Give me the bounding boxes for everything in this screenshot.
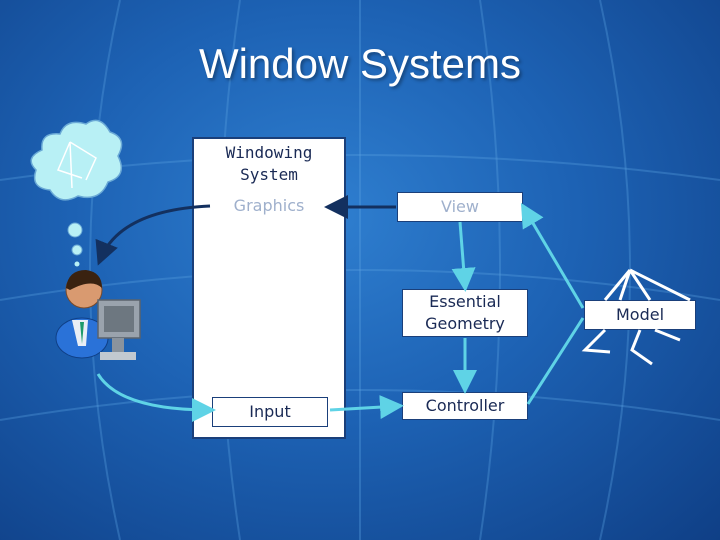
slide-title: Window Systems <box>198 40 522 87</box>
model-controller-link <box>526 317 585 405</box>
model-view-link <box>520 202 585 309</box>
input-box: Input <box>212 397 328 427</box>
model-box: Model <box>584 300 696 330</box>
windowing-system-panel <box>192 137 346 439</box>
user-to-input-arrow <box>96 373 216 422</box>
user-at-computer-icon <box>55 270 141 360</box>
windowing-system-label: Windowing System <box>192 142 346 186</box>
view-box: View <box>397 192 523 222</box>
graphics-label: Graphics <box>233 196 305 215</box>
graphics-to-user-curve <box>95 204 211 266</box>
thought-cloud-icon <box>30 119 123 267</box>
controller-box: Controller <box>402 392 528 420</box>
model-tree-icon <box>581 268 691 366</box>
essential-geometry-box: Essential Geometry <box>402 289 528 337</box>
input-to-controller-arrow <box>329 395 404 420</box>
view-to-geometry-arrow <box>451 221 476 292</box>
windowing-system-text: Windowing System <box>225 143 313 184</box>
